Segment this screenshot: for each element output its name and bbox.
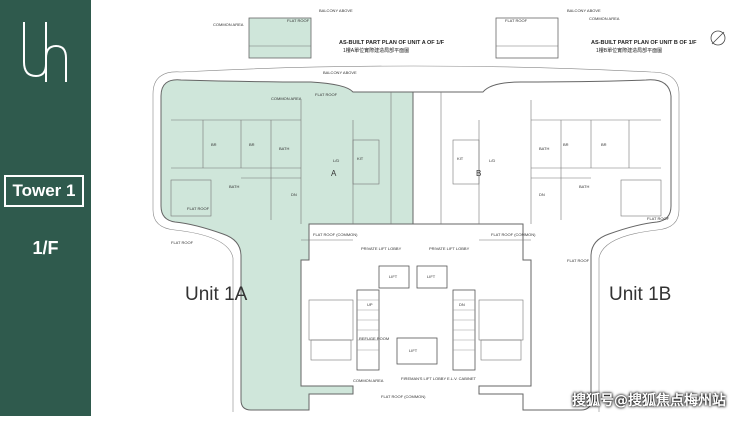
room-b-label: B	[476, 169, 481, 178]
svg-text:DN: DN	[459, 302, 465, 307]
unit-1a-area	[160, 79, 414, 411]
svg-text:COMMON AREA: COMMON AREA	[353, 378, 384, 383]
svg-text:LIFT: LIFT	[427, 274, 436, 279]
svg-text:FIREMAN'S LIFT LOBBY: FIREMAN'S LIFT LOBBY	[401, 376, 446, 381]
svg-text:FLAT ROOF: FLAT ROOF	[171, 240, 194, 245]
svg-text:KIT: KIT	[357, 156, 364, 161]
svg-text:BALCONY ABOVE: BALCONY ABOVE	[567, 8, 601, 13]
svg-text:BR: BR	[211, 142, 217, 147]
inset-b-subtitle: 1樓B單位實際建造局部平面圖	[596, 47, 662, 54]
svg-text:BALCONY ABOVE: BALCONY ABOVE	[319, 8, 353, 13]
brand-logo	[23, 22, 67, 82]
svg-text:UP: UP	[367, 302, 373, 307]
svg-text:KIT: KIT	[457, 156, 464, 161]
unit-1a-label: Unit 1A	[185, 284, 248, 305]
svg-text:BATH: BATH	[229, 184, 239, 189]
svg-text:FLAT ROOF: FLAT ROOF	[287, 18, 310, 23]
svg-text:FLAT ROOF: FLAT ROOF	[187, 206, 210, 211]
svg-text:BATH: BATH	[539, 146, 549, 151]
svg-text:COMMON AREA: COMMON AREA	[213, 22, 244, 27]
floor-plan: AS-BUILT PART PLAN OF UNIT A OF 1/F 1樓A單…	[91, 0, 740, 416]
inset-b-plan	[495, 17, 559, 59]
svg-text:LIFT: LIFT	[409, 348, 418, 353]
svg-text:BATH: BATH	[579, 184, 589, 189]
sidebar: Tower 1 1/F	[0, 0, 91, 416]
inset-a-subtitle: 1樓A單位實際建造局部平面圖	[343, 47, 409, 54]
svg-text:COMMON AREA: COMMON AREA	[589, 16, 620, 21]
tower-label: Tower 1	[4, 175, 84, 207]
svg-text:BR: BR	[563, 142, 569, 147]
inset-a-title: AS-BUILT PART PLAN OF UNIT A OF 1/F	[339, 40, 445, 46]
floor-label: 1/F	[32, 238, 59, 258]
svg-text:FLAT ROOF: FLAT ROOF	[567, 258, 590, 263]
svg-text:FLAT ROOF (COMMON): FLAT ROOF (COMMON)	[491, 232, 536, 237]
unit-1b-area	[412, 79, 672, 411]
inset-b-title: AS-BUILT PART PLAN OF UNIT B OF 1/F	[591, 40, 697, 46]
svg-text:BALCONY ABOVE: BALCONY ABOVE	[323, 70, 357, 75]
svg-text:BATH: BATH	[279, 146, 289, 151]
inset-a-plan	[248, 17, 312, 59]
svg-text:L/D: L/D	[489, 158, 495, 163]
svg-text:FLAT ROOF (COMMON): FLAT ROOF (COMMON)	[381, 394, 426, 399]
svg-text:FLAT ROOF: FLAT ROOF	[647, 216, 670, 221]
svg-text:PRIVATE LIFT LOBBY: PRIVATE LIFT LOBBY	[361, 246, 402, 251]
unit-1b-label: Unit 1B	[609, 284, 672, 305]
svg-text:COMMON AREA: COMMON AREA	[271, 96, 302, 101]
svg-text:BR: BR	[601, 142, 607, 147]
svg-text:DN: DN	[291, 192, 297, 197]
svg-text:BR: BR	[249, 142, 255, 147]
watermark: 搜狐号@搜狐焦点梅州站	[572, 393, 726, 409]
svg-text:REFUGE ROOM: REFUGE ROOM	[359, 336, 389, 341]
svg-text:FLAT ROOF: FLAT ROOF	[505, 18, 528, 23]
svg-text:E.L.V. CABINET: E.L.V. CABINET	[447, 376, 477, 381]
floor-plan-drawing: AS-BUILT PART PLAN OF UNIT A OF 1/F 1樓A單…	[152, 8, 726, 412]
north-arrow-icon	[710, 30, 726, 46]
svg-text:FLAT ROOF: FLAT ROOF	[315, 92, 338, 97]
room-a-label: A	[331, 169, 337, 178]
svg-text:DN: DN	[539, 192, 545, 197]
svg-text:PRIVATE LIFT LOBBY: PRIVATE LIFT LOBBY	[429, 246, 470, 251]
svg-text:L/D: L/D	[333, 158, 339, 163]
svg-text:FLAT ROOF (COMMON): FLAT ROOF (COMMON)	[313, 232, 358, 237]
svg-text:LIFT: LIFT	[389, 274, 398, 279]
